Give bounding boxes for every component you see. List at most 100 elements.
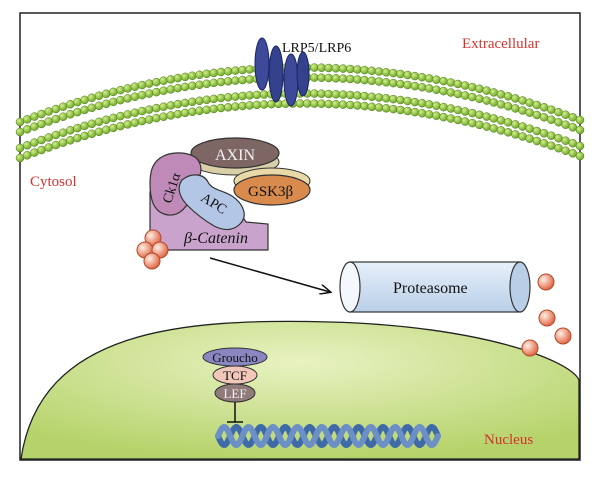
membrane-lipid-bead xyxy=(439,112,448,122)
cytosol-label: Cytosol xyxy=(30,174,77,190)
membrane-lipid-bead xyxy=(94,127,104,137)
membrane-lipid-bead xyxy=(424,84,434,93)
membrane-lipid-bead xyxy=(195,106,204,116)
membrane-lipid-bead xyxy=(317,63,326,72)
membrane-lipid-bead xyxy=(518,106,527,115)
membrane-lipid-bead xyxy=(496,126,506,135)
membrane-lipid-bead xyxy=(432,111,441,120)
membrane-lipid-bead xyxy=(496,116,506,125)
phosphate-sphere xyxy=(143,252,161,270)
membrane-lipid-bead xyxy=(353,75,362,84)
membrane-lipid-bead xyxy=(94,101,104,111)
membrane-lipid-bead xyxy=(568,149,578,158)
membrane-lipid-bead xyxy=(116,121,125,131)
membrane-lipid-bead xyxy=(360,101,369,111)
membrane-lipid-bead xyxy=(80,105,89,115)
membrane-lipid-bead xyxy=(396,105,405,115)
membrane-lipid-bead xyxy=(109,97,118,107)
membrane-lipid-bead xyxy=(73,97,82,107)
membrane-lipid-bead xyxy=(245,65,254,74)
membrane-lipid-bead xyxy=(123,110,132,119)
membrane-lipid-bead xyxy=(331,64,341,73)
membrane-lipid-bead xyxy=(216,77,226,87)
membrane-lipid-bead xyxy=(503,128,513,137)
membrane-lipid-bead xyxy=(94,91,104,101)
membrane-lipid-bead xyxy=(231,102,240,111)
degraded-fragment-sphere xyxy=(537,273,555,291)
membrane-lipid-bead xyxy=(188,97,197,107)
membrane-lipid-bead xyxy=(403,106,412,116)
membrane-lipid-bead xyxy=(109,113,118,123)
axin-shape xyxy=(190,137,280,169)
membrane-lipid-bead xyxy=(116,85,125,95)
degraded-fragment-sphere xyxy=(554,327,572,345)
membrane-lipid-bead xyxy=(30,122,39,131)
membrane-lipid-bead xyxy=(209,78,219,88)
membrane-lipid-bead xyxy=(460,91,470,100)
membrane-lipid-bead xyxy=(259,100,269,109)
membrane-lipid-bead xyxy=(58,128,68,137)
membrane-lipid-bead xyxy=(424,110,434,119)
membrane-lipid-bead xyxy=(195,80,204,90)
membrane-lipid-bead xyxy=(188,81,197,91)
membrane-lipid-bead xyxy=(44,133,53,142)
membrane-lipid-bead xyxy=(123,84,132,93)
membrane-lipid-bead xyxy=(338,64,348,73)
receptor-subunit xyxy=(296,51,310,97)
membrane-lipid-bead xyxy=(130,82,140,91)
plasma-membrane xyxy=(15,63,585,163)
membrane-lipid-bead xyxy=(51,130,61,140)
membrane-lipid-bead xyxy=(367,92,377,102)
membrane-lipid-bead xyxy=(202,69,211,79)
membrane-lipid-bead xyxy=(475,94,484,104)
membrane-lipid-bead xyxy=(489,98,499,107)
membrane-lipid-bead xyxy=(44,107,53,116)
membrane-lipid-bead xyxy=(109,87,118,97)
membrane-lipid-bead xyxy=(518,96,527,105)
membrane-lipid-bead xyxy=(30,138,39,147)
membrane-lipid-bead xyxy=(137,80,147,90)
membrane-lipid-bead xyxy=(152,113,161,123)
membrane-lipid-bead xyxy=(482,112,491,121)
membrane-lipid-bead xyxy=(346,64,355,74)
membrane-lipid-bead xyxy=(554,107,563,117)
membrane-lipid-bead xyxy=(410,107,420,117)
dna-helix xyxy=(215,423,441,449)
membrane-lipid-bead xyxy=(360,91,369,101)
membrane-lipid-bead xyxy=(317,73,326,82)
membrane-lipid-bead xyxy=(245,75,254,84)
membrane-lipid-bead xyxy=(317,99,326,108)
membrane-lipid-bead xyxy=(381,94,391,103)
membrane-lipid-bead xyxy=(22,125,32,134)
membrane-lipid-bead xyxy=(238,65,247,75)
membrane-lipid-bead xyxy=(475,120,484,130)
membrane-lipid-bead xyxy=(195,96,204,106)
membrane-lipid-bead xyxy=(137,116,147,126)
membrane-lipid-bead xyxy=(101,99,111,109)
lrp5-lrp6-receptor xyxy=(254,37,310,107)
membrane-lipid-bead xyxy=(532,126,542,136)
membrane-lipid-bead xyxy=(439,86,448,96)
membrane-lipid-bead xyxy=(152,87,161,97)
membrane-lipid-bead xyxy=(202,105,211,115)
membrane-lipid-bead xyxy=(547,115,556,124)
membrane-lipid-bead xyxy=(324,89,333,99)
membrane-lipid-bead xyxy=(159,76,168,85)
groucho-label: Groucho xyxy=(212,350,258,365)
membrane-lipid-bead xyxy=(518,132,527,141)
membrane-lipid-bead xyxy=(503,102,513,111)
membrane-lipid-bead xyxy=(180,72,190,82)
membrane-lipid-bead xyxy=(15,117,25,127)
membrane-lipid-bead xyxy=(37,145,46,155)
membrane-lipid-bead xyxy=(310,89,319,98)
membrane-lipid-bead xyxy=(547,141,556,150)
membrane-lipid-bead xyxy=(101,125,111,135)
membrane-lipid-bead xyxy=(137,90,147,100)
membrane-lipid-bead xyxy=(231,66,240,75)
nucleus-label: Nucleus xyxy=(484,432,533,448)
membrane-lipid-bead xyxy=(439,76,448,86)
membrane-lipid-bead xyxy=(73,123,82,133)
proteasome-cap-right xyxy=(509,261,531,313)
membrane-lipid-bead xyxy=(525,108,534,117)
membrane-lipid-bead xyxy=(374,103,384,112)
